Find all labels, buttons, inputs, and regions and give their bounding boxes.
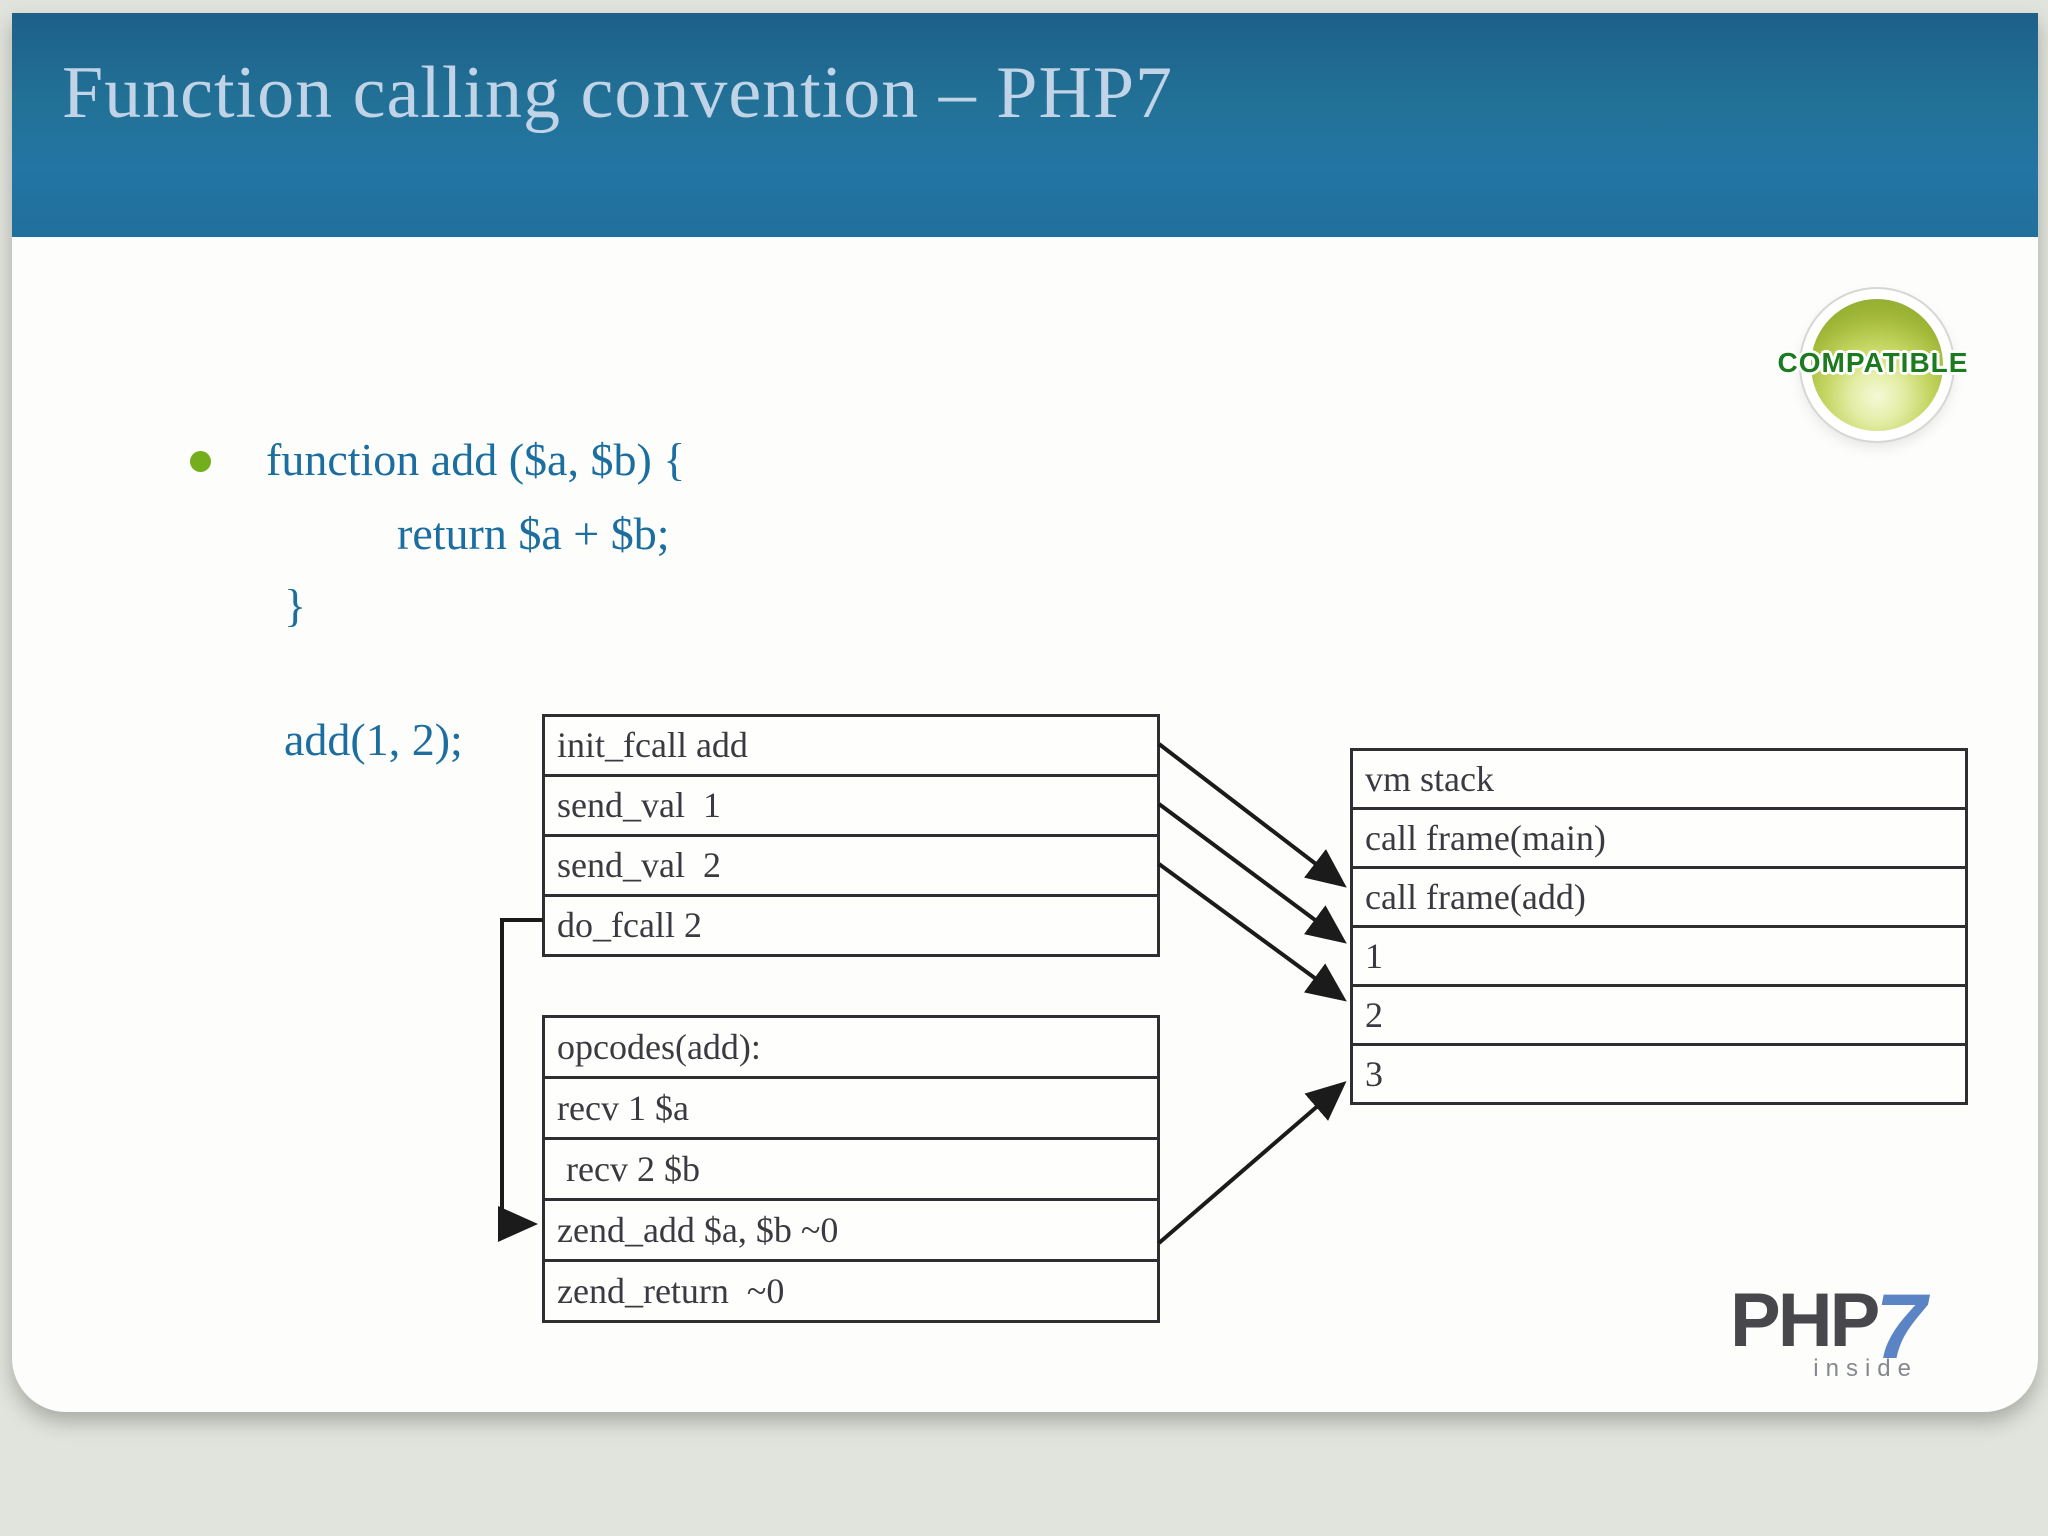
opcode-row-recv-1: recv 1 $a bbox=[545, 1076, 1157, 1137]
arrow-sendval1-to-1 bbox=[1157, 802, 1347, 944]
compatible-badge-label: COMPATIBLE bbox=[1777, 347, 1969, 378]
compatible-badge-icon bbox=[1811, 299, 1943, 431]
stack-row-1: 1 bbox=[1353, 925, 1965, 984]
php-logo-inside-label: inside bbox=[1813, 1355, 1918, 1382]
bullet-icon bbox=[190, 451, 211, 472]
opcode-row-send-val-1: send_val 1 bbox=[545, 774, 1157, 834]
stack-row-vm-stack: vm stack bbox=[1365, 759, 1494, 799]
stack-row-2: 2 bbox=[1353, 984, 1965, 1043]
opcode-row-zend-add: zend_add $a, $b ~0 bbox=[545, 1198, 1157, 1259]
slide-header: Function calling convention – PHP7 bbox=[12, 13, 2038, 237]
stack-row-call-frame-main: call frame(main) bbox=[1353, 807, 1965, 866]
main-opcodes-box: init_fcall add send_val 1 send_val 2 do_… bbox=[542, 714, 1160, 957]
code-line-return: return $a + $b; bbox=[397, 508, 670, 559]
code-line-brace: } bbox=[284, 580, 307, 631]
php-logo-text: PHP bbox=[1730, 1278, 1880, 1363]
add-opcodes-box: opcodes(add): recv 1 $a recv 2 $b zend_a… bbox=[542, 1015, 1160, 1323]
opcode-row-zend-return: zend_return ~0 bbox=[545, 1259, 1157, 1320]
arrow-sendval2-to-2 bbox=[1157, 862, 1347, 1002]
arrow-dofcall-to-zendadd bbox=[498, 918, 543, 1242]
slide-card: Function calling convention – PHP7 COMPA… bbox=[12, 13, 2038, 1412]
arrow-zendadd-to-3 bbox=[1157, 1081, 1347, 1245]
php7-inside-logo: PHP7 inside bbox=[1730, 1281, 1940, 1381]
opcode-row-recv-2: recv 2 $b bbox=[545, 1137, 1157, 1198]
arrow-initfcall-to-callframe bbox=[1157, 742, 1347, 888]
opcode-row-send-val-2: send_val 2 bbox=[545, 834, 1157, 894]
opcode-row-init-fcall: init_fcall add bbox=[557, 725, 748, 765]
php-logo-seven: 7 bbox=[1875, 1276, 1927, 1378]
opcode-row-do-fcall: do_fcall 2 bbox=[545, 894, 1157, 954]
page-title: Function calling convention – PHP7 bbox=[62, 52, 1174, 134]
code-line-call: add(1, 2); bbox=[284, 714, 463, 765]
vm-stack-box: vm stack call frame(main) call frame(add… bbox=[1350, 748, 1968, 1105]
opcode-row-opcodes-add: opcodes(add): bbox=[557, 1027, 761, 1067]
stack-row-call-frame-add: call frame(add) bbox=[1353, 866, 1965, 925]
stack-row-3: 3 bbox=[1353, 1043, 1965, 1102]
code-line-function: function add ($a, $b) { bbox=[266, 434, 686, 485]
